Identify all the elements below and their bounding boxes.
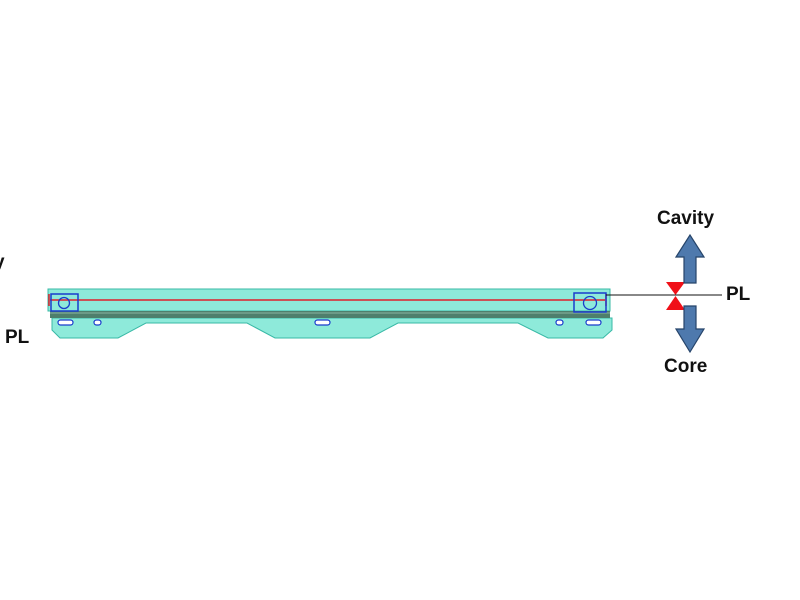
part-lower-profile [51, 317, 613, 339]
slot [93, 319, 102, 326]
core-direction-arrow-icon [674, 305, 706, 354]
left-boss-box [50, 293, 79, 312]
pl-bowtie-marker [666, 282, 685, 310]
right-boss-box [573, 292, 607, 313]
pl-left-label: PL [5, 327, 30, 348]
pl-marker-bottom-triangle [666, 296, 685, 310]
left-boss-hole [57, 296, 71, 310]
right-boss-hole [582, 295, 598, 311]
skirt-slots [57, 319, 602, 326]
slot [555, 319, 564, 326]
cavity-label: Cavity [657, 208, 715, 229]
slot [314, 319, 331, 326]
pl-marker-top-triangle [666, 282, 685, 295]
left-edge-text-fragment: y [0, 252, 5, 274]
cavity-direction-arrow-icon [674, 233, 706, 284]
slot [585, 319, 602, 326]
part-side-view [47, 288, 613, 339]
part-dark-band [50, 311, 610, 318]
left-boss-feature [50, 293, 79, 312]
pl-right-label: PL [726, 284, 751, 305]
slot [57, 319, 74, 326]
core-label: Core [664, 356, 708, 377]
right-boss-feature [573, 292, 607, 313]
